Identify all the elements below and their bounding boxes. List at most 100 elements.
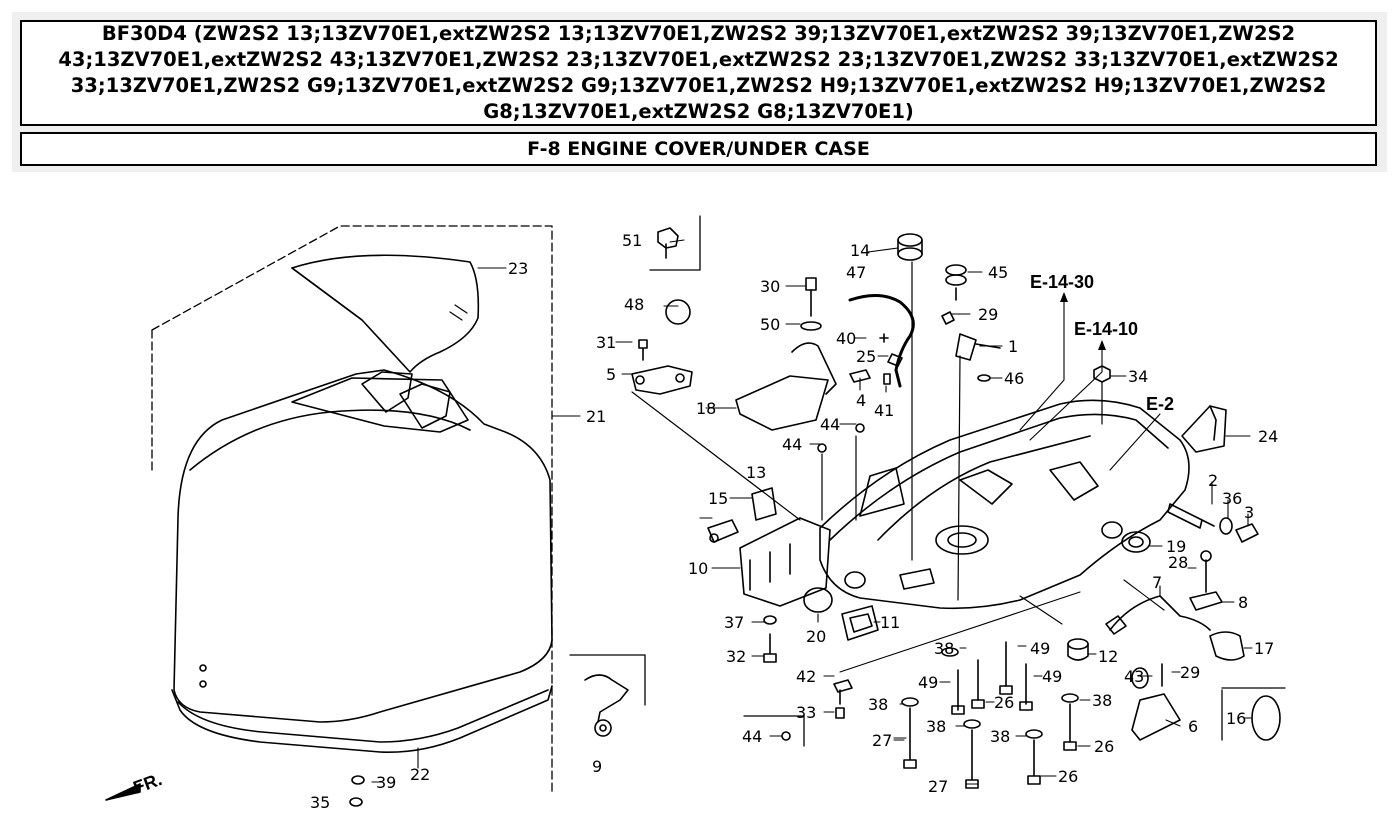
callout-44a: 44: [782, 435, 802, 454]
callout-38b: 38: [868, 695, 888, 714]
callout-26b: 26: [1094, 737, 1114, 756]
callout-7: 7: [1152, 573, 1162, 592]
callout-34: 34: [1128, 367, 1148, 386]
ref-e-14-30[interactable]: E-14-30: [1030, 272, 1094, 292]
callout-49c: 49: [1042, 667, 1062, 686]
callout-22: 22: [410, 765, 430, 784]
grommet-45: [945, 264, 967, 301]
callout-50: 50: [760, 315, 780, 334]
callout-38c: 38: [926, 717, 946, 736]
callout-45: 45: [988, 263, 1008, 282]
plug-20: [803, 587, 833, 613]
callout-10: 10: [688, 559, 708, 578]
callout-26c: 26: [1058, 767, 1078, 786]
callout-51: 51: [622, 231, 642, 250]
callout-40: 40: [836, 329, 856, 348]
callout-31: 31: [596, 333, 616, 352]
callout-3: 3: [1244, 503, 1254, 522]
callout-17: 17: [1254, 639, 1274, 658]
callout-44c: 44: [742, 727, 762, 746]
callout-13: 13: [746, 463, 766, 482]
ref-e-2[interactable]: E-2: [1146, 394, 1174, 414]
callout-2: 2: [1208, 471, 1218, 490]
callout-1: 1: [1008, 337, 1018, 356]
title-box: BF30D4 (ZW2S2 13;13ZV70E1,extZW2S2 13;13…: [20, 20, 1377, 126]
callout-4: 4: [856, 391, 866, 410]
clip-group-9: [569, 654, 646, 737]
callout-14: 14: [850, 241, 870, 260]
callout-18: 18: [696, 399, 716, 418]
callout-39: 39: [376, 773, 396, 792]
callout-27a: 27: [872, 731, 892, 750]
callout-21: 21: [586, 407, 606, 426]
bracket-6: [1131, 663, 1181, 741]
callout-23: 23: [508, 259, 528, 278]
ref-e-14-10[interactable]: E-14-10: [1074, 319, 1138, 339]
callout-12: 12: [1098, 647, 1118, 666]
bushing-12: [1067, 638, 1089, 661]
hose-47: [848, 294, 915, 388]
callout-26a: 26: [994, 693, 1014, 712]
bracket-24: [1181, 405, 1227, 453]
front-label: FR.: [131, 769, 165, 798]
ref-arrows: [1060, 292, 1106, 350]
callout-43: 43: [1124, 667, 1144, 686]
bracket-10: [739, 517, 831, 607]
stay-5: [631, 365, 801, 521]
callout-29a: 29: [978, 305, 998, 324]
callout-47: 47: [846, 263, 866, 282]
callout-29b: 29: [1180, 663, 1200, 682]
callout-42: 42: [796, 667, 816, 686]
cover-seal: [171, 685, 553, 754]
callout-9: 9: [592, 757, 602, 776]
connector-17: [1209, 631, 1245, 661]
callout-49b: 49: [918, 673, 938, 692]
callout-30: 30: [760, 277, 780, 296]
clip-frame-51: [649, 215, 701, 271]
callout-11: 11: [880, 613, 900, 632]
callout-5: 5: [606, 365, 616, 384]
callout-38e: 38: [1092, 691, 1112, 710]
callout-24: 24: [1258, 427, 1278, 446]
switch-11: [841, 605, 879, 641]
under-case: [819, 399, 1190, 610]
callout-32: 32: [726, 647, 746, 666]
sensor-8: [1189, 550, 1223, 611]
callout-41: 41: [874, 401, 894, 420]
bolt-2: [1167, 503, 1215, 529]
callout-8: 8: [1238, 593, 1248, 612]
section-box: F-8 ENGINE COVER/UNDER CASE: [20, 132, 1377, 166]
leader-lines: [371, 239, 1253, 785]
front-arrow: [105, 783, 141, 801]
small-parts: [638, 311, 991, 543]
callout-36: 36: [1222, 489, 1242, 508]
callout-35: 35: [310, 793, 330, 812]
callout-16: 16: [1226, 709, 1246, 728]
latch-18: [735, 342, 837, 431]
section-title: F-8 ENGINE COVER/UNDER CASE: [527, 138, 870, 160]
grommet-14: [897, 233, 923, 561]
callout-44b: 44: [820, 415, 840, 434]
callout-25: 25: [856, 347, 876, 366]
washer-36: [1219, 517, 1233, 535]
callout-38a: 38: [934, 639, 954, 658]
bottom-hardware: [349, 423, 1079, 807]
engine-cover-body: [173, 369, 553, 723]
callout-38d: 38: [990, 727, 1010, 746]
callout-46: 46: [1004, 369, 1024, 388]
callout-19: 19: [1166, 537, 1186, 556]
model-title: BF30D4 (ZW2S2 13;13ZV70E1,extZW2S2 13;13…: [58, 22, 1339, 123]
callouts: 1 2 3 4 5 6 7 8 9 10 11 12 13 14 15 16 1…: [310, 231, 1278, 812]
callout-6: 6: [1188, 717, 1198, 736]
callout-20: 20: [806, 627, 826, 646]
callout-49a: 49: [1030, 639, 1050, 658]
cover-group-frame: [151, 225, 553, 796]
callout-37: 37: [724, 613, 744, 632]
cap-3: [1235, 523, 1259, 543]
callout-48: 48: [624, 295, 644, 314]
callout-33: 33: [796, 703, 816, 722]
callout-27b: 27: [928, 777, 948, 796]
callout-28: 28: [1168, 553, 1188, 572]
clip-48: [665, 299, 691, 325]
